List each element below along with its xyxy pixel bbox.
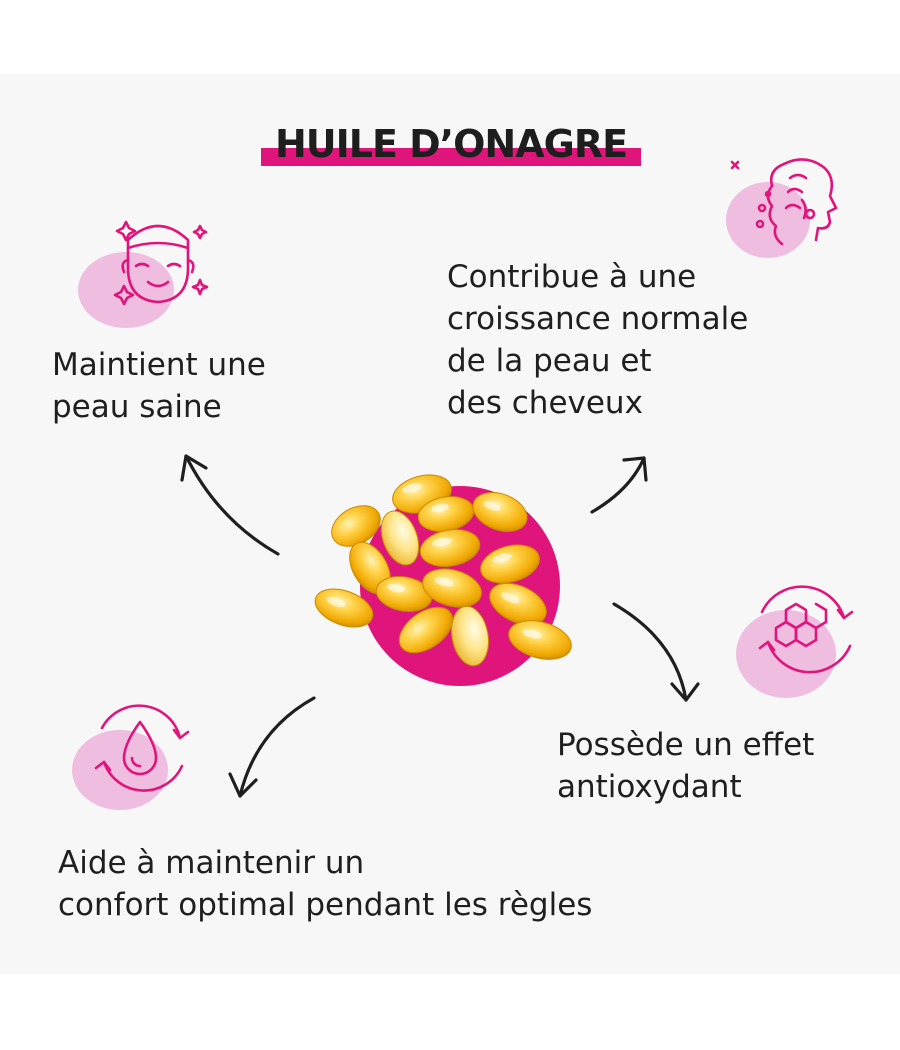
arrow-to-top-left [180, 454, 280, 556]
benefit-line: peau saine [52, 389, 222, 425]
hair-profile-icon [724, 156, 844, 268]
hexagon-cycle-icon [734, 582, 864, 700]
benefit-line: antioxydant [557, 769, 742, 805]
benefit-text-skin-hair-growth: Contribue à une croissance normale de la… [447, 256, 748, 424]
benefit-line: des cheveux [447, 385, 643, 421]
droplet-cycle-icon [70, 700, 200, 818]
benefit-line: Maintient une [52, 347, 266, 383]
benefit-text-antioxidant: Possède un effet antioxydant [557, 724, 814, 808]
title-highlight [261, 148, 641, 166]
arrow-to-right [612, 602, 700, 702]
benefit-line: confort optimal pendant les règles [58, 887, 593, 923]
benefit-line: croissance normale [447, 301, 749, 337]
title-block: HUILE D’ONAGRE [261, 120, 641, 174]
arrow-to-top-right [590, 456, 648, 514]
benefit-line: Contribue à une [447, 259, 697, 295]
capsules [314, 474, 572, 667]
page-title: HUILE D’ONAGRE [274, 122, 628, 166]
benefit-text-period-comfort: Aide à maintenir un confort optimal pend… [58, 842, 592, 926]
benefit-line: Possède un effet [557, 727, 815, 763]
benefit-line: Aide à maintenir un [58, 845, 365, 881]
softgel-capsules-image [300, 464, 590, 694]
face-sparkle-icon [76, 218, 216, 330]
benefit-text-healthy-skin: Maintient une peau saine [52, 344, 266, 428]
arrow-to-bottom-left [228, 696, 316, 798]
benefit-line: de la peau et [447, 343, 652, 379]
